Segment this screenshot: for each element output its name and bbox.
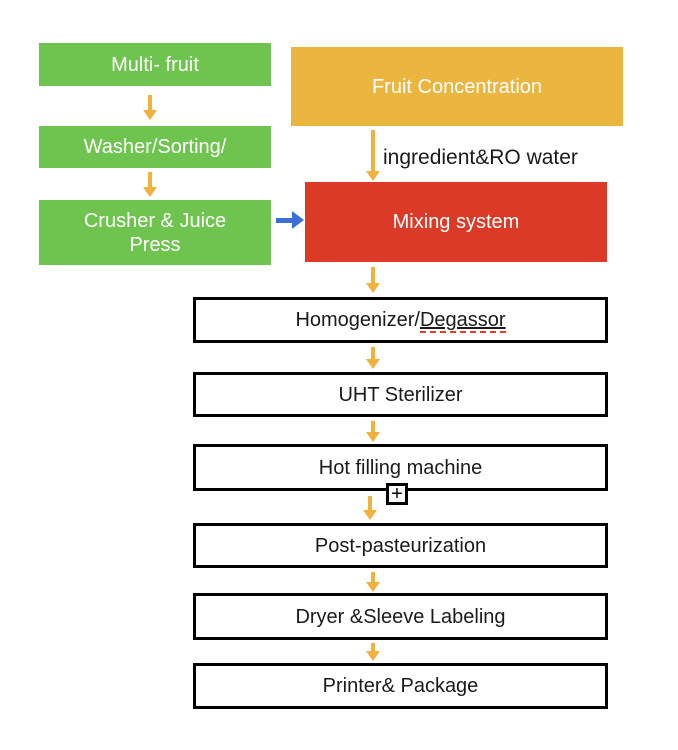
arrow-head	[366, 651, 380, 661]
arrow-head	[292, 211, 304, 229]
arrow-head	[143, 110, 157, 120]
arrow-head	[366, 582, 380, 592]
arrow-shaft	[368, 496, 372, 510]
ingredient-ro-water-label: ingredient&RO water	[383, 146, 578, 169]
step-label: Homogenizer/Degassor	[295, 308, 506, 333]
arrow-down-icon	[366, 347, 380, 369]
node-washer-sorting-label: Washer/Sorting/	[83, 136, 227, 158]
node-fruit-concentration-label: Fruit Concentration	[371, 75, 543, 98]
plus-icon: +	[386, 483, 408, 505]
arrow-down-icon	[366, 267, 380, 293]
arrow-shaft	[276, 217, 292, 223]
arrow-head	[366, 171, 380, 181]
arrow-head	[143, 187, 157, 197]
arrow-head	[363, 510, 377, 520]
step-label: Dryer &Sleeve Labeling	[295, 605, 506, 628]
arrow-down-icon	[366, 421, 380, 442]
arrow-down-icon	[363, 496, 377, 520]
step-label: Printer& Package	[322, 675, 479, 697]
node-crusher-juice-press-label: Crusher & Juice Press	[83, 209, 227, 256]
arrow-head	[366, 283, 380, 293]
arrow-shaft	[371, 267, 375, 283]
step-label-misspelled-word: Degassor	[419, 309, 506, 333]
node-fruit-concentration: Fruit Concentration	[291, 47, 623, 126]
arrow-right-icon	[276, 211, 304, 229]
arrow-down-icon	[366, 643, 380, 661]
arrow-down-icon	[366, 130, 380, 181]
arrow-shaft	[148, 95, 152, 110]
step-printer-package: Printer& Package	[193, 663, 608, 709]
step-label: Post-pasteurization	[314, 534, 487, 557]
arrow-shaft	[371, 421, 375, 432]
node-multi-fruit: Multi- fruit	[39, 43, 271, 86]
arrow-head	[366, 432, 380, 442]
step-label: UHT Sterilizer	[338, 383, 463, 406]
arrow-shaft	[371, 572, 375, 582]
node-washer-sorting: Washer/Sorting/	[39, 126, 271, 168]
node-mixing-system-label: Mixing system	[392, 211, 520, 233]
step-uht-sterilizer: UHT Sterilizer	[193, 372, 608, 417]
node-crusher-juice-press: Crusher & Juice Press	[39, 200, 271, 265]
step-post-pasteurization: Post-pasteurization	[193, 523, 608, 568]
arrow-shaft	[371, 643, 375, 651]
node-mixing-system: Mixing system	[305, 182, 607, 262]
arrow-head	[366, 359, 380, 369]
step-homogenizer-degassor: Homogenizer/Degassor	[193, 297, 608, 343]
arrow-shaft	[371, 130, 375, 171]
arrow-shaft	[148, 172, 152, 187]
arrow-shaft	[371, 347, 375, 359]
step-label: Hot filling machine	[318, 456, 483, 479]
step-label-prefix: Homogenizer/	[295, 309, 420, 331]
arrow-down-icon	[143, 95, 157, 120]
arrow-down-icon	[143, 172, 157, 197]
arrow-down-icon	[366, 572, 380, 592]
node-multi-fruit-label: Multi- fruit	[111, 53, 199, 76]
step-dryer-sleeve-labeling: Dryer &Sleeve Labeling	[193, 593, 608, 640]
